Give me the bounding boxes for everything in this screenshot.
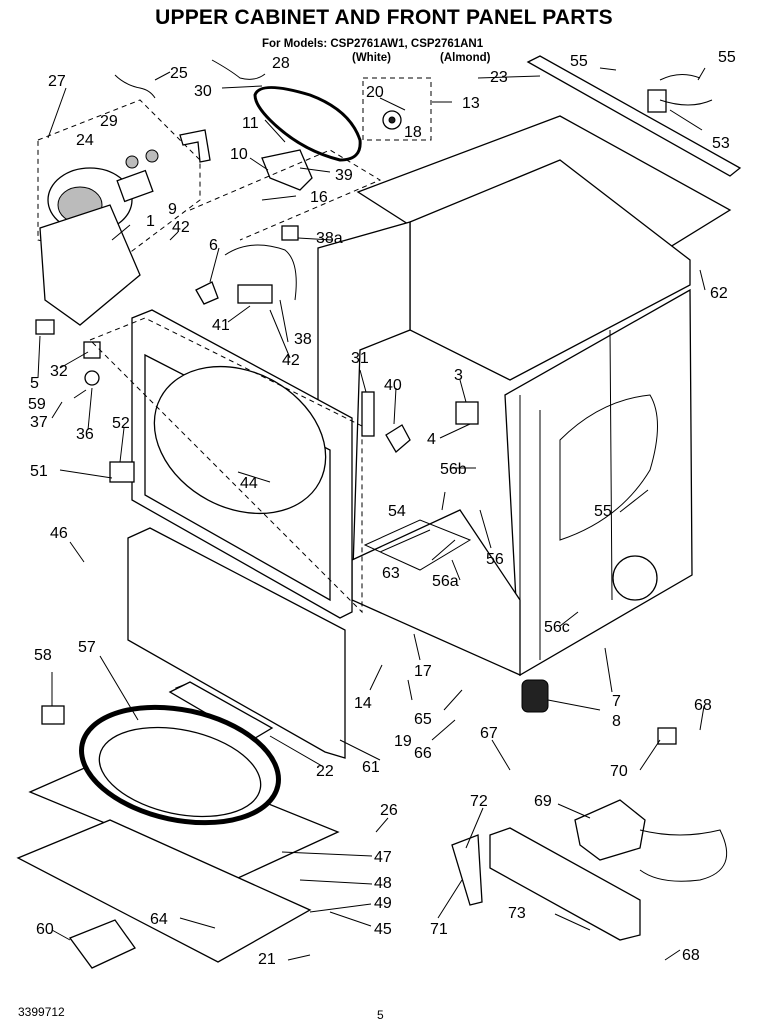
models-line: For Models: CSP2761AW1, CSP2761AN1 [262, 38, 484, 50]
callout-23: 23 [490, 69, 508, 86]
callout-66: 66 [414, 745, 432, 762]
callout-56a: 56a [432, 573, 459, 590]
callout-6: 6 [209, 237, 218, 254]
callout-56c: 56c [544, 619, 570, 636]
callout-37: 37 [30, 414, 48, 431]
callout-21: 21 [258, 951, 276, 968]
callout-10: 10 [230, 146, 248, 163]
callout-16: 16 [310, 189, 328, 206]
callout-51: 51 [30, 463, 48, 480]
callout-68: 68 [682, 947, 700, 964]
callout-32: 32 [50, 363, 68, 380]
callout-42: 42 [282, 352, 300, 369]
callout-46: 46 [50, 525, 68, 542]
motor-mount [39, 204, 141, 326]
callout-55: 55 [718, 49, 736, 66]
callout-31: 31 [351, 350, 369, 367]
callout-69: 69 [534, 793, 552, 810]
callout-42: 42 [172, 219, 190, 236]
callout-3: 3 [454, 367, 463, 384]
callout-65: 65 [414, 711, 432, 728]
heater-assembly [574, 799, 646, 861]
callout-1: 1 [146, 213, 155, 230]
callout-52: 52 [112, 415, 130, 432]
page-title: UPPER CABINET AND FRONT PANEL PARTS [155, 6, 613, 29]
callout-63: 63 [382, 565, 400, 582]
callout-30: 30 [194, 83, 212, 100]
callout-49: 49 [374, 895, 392, 912]
callout-14: 14 [354, 695, 372, 712]
callout-17: 17 [414, 663, 432, 680]
callout-70: 70 [610, 763, 628, 780]
callout-28: 28 [272, 55, 290, 72]
door-opening [153, 365, 327, 515]
page-number: 5 [377, 1008, 384, 1022]
callout-61: 61 [362, 759, 380, 776]
callout-18: 18 [404, 124, 422, 141]
callout-55: 55 [570, 53, 588, 70]
callout-26: 26 [380, 802, 398, 819]
model-almond-label: (Almond) [440, 52, 491, 64]
callout-4: 4 [427, 431, 436, 448]
callout-58: 58 [34, 647, 52, 664]
callout-71: 71 [430, 921, 448, 938]
callout-72: 72 [470, 793, 488, 810]
callout-68: 68 [694, 697, 712, 714]
drive-belt [253, 86, 362, 162]
model-white-label: (White) [352, 52, 391, 64]
callout-54: 54 [388, 503, 406, 520]
cabinet-base-plate [16, 819, 312, 963]
callout-36: 36 [76, 426, 94, 443]
callout-47: 47 [374, 849, 392, 866]
callout-56: 56 [486, 551, 504, 568]
callout-9: 9 [168, 201, 177, 218]
callout-45: 45 [374, 921, 392, 938]
cabinet-base [351, 509, 521, 677]
callout-11: 11 [242, 115, 259, 132]
callout-labels: 27 25 28 30 20 23 55 55 13 18 11 29 24 1… [28, 49, 736, 968]
callout-13: 13 [462, 95, 480, 112]
callout-25: 25 [170, 65, 188, 82]
callout-73: 73 [508, 905, 526, 922]
callout-56b: 56b [440, 461, 467, 478]
callout-55: 55 [594, 503, 612, 520]
callout-40: 40 [384, 377, 402, 394]
thermostat-housing [489, 827, 641, 941]
callout-67: 67 [480, 725, 498, 742]
callout-19: 19 [394, 733, 412, 750]
callout-44: 44 [240, 475, 258, 492]
document-number: 3399712 [18, 1005, 65, 1019]
callout-38a: 38a [316, 230, 343, 247]
callout-8: 8 [612, 713, 621, 730]
callout-22: 22 [316, 763, 334, 780]
callout-48: 48 [374, 875, 392, 892]
callout-27: 27 [48, 73, 66, 90]
callout-57: 57 [78, 639, 96, 656]
rear-bracket [526, 55, 742, 177]
callout-20: 20 [366, 84, 384, 101]
callout-39: 39 [335, 167, 353, 184]
callout-64: 64 [150, 911, 168, 928]
callout-5: 5 [30, 375, 39, 392]
callout-60: 60 [36, 921, 54, 938]
callout-62: 62 [710, 285, 728, 302]
callout-41: 41 [212, 317, 230, 334]
callout-53: 53 [712, 135, 730, 152]
callout-59: 59 [28, 396, 46, 413]
callout-24: 24 [76, 132, 94, 149]
callout-29: 29 [100, 113, 118, 130]
callout-38: 38 [294, 331, 312, 348]
toe-panel [127, 527, 346, 759]
callout-7: 7 [612, 693, 621, 710]
